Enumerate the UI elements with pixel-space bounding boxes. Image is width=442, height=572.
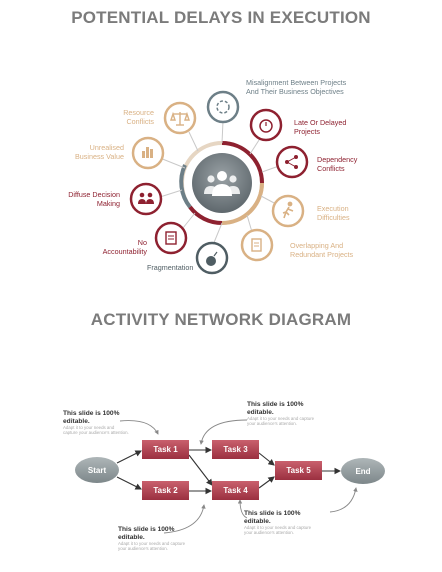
task-5-box [275, 461, 322, 480]
start-label: Start [88, 466, 107, 475]
bomb-icon [206, 256, 216, 266]
note-2: This slide is 100% editable. Adapt it to… [247, 401, 317, 426]
node-misalignment [206, 90, 240, 124]
chart-person-icon [142, 147, 153, 158]
node-execution-difficulties [271, 194, 305, 228]
end-node [341, 458, 385, 484]
note-3-body: Adapt it to your needs and capture your … [118, 541, 186, 551]
top-title: POTENTIAL DELAYS IN EXECUTION [71, 8, 371, 27]
note-3: This slide is 100% editable. Adapt it to… [118, 526, 188, 551]
label-dependency-conflicts: Dependency Conflicts [317, 155, 358, 173]
task-4-box [212, 481, 259, 500]
task-3-box [212, 440, 259, 459]
scale-icon [170, 111, 190, 126]
note-4: This slide is 100% editable. Adapt it to… [244, 510, 316, 535]
team-icon [204, 171, 240, 196]
note-1-head: This slide is 100% editable. [63, 410, 120, 425]
task-2-box [142, 481, 189, 500]
label-late-projects: Late Or Delayed Projects [294, 118, 347, 136]
note-4-body: Adapt it to your needs and capture your … [244, 525, 312, 535]
stopwatch-icon [259, 119, 273, 133]
clipboard-icon [165, 231, 177, 245]
task-2-label: Task 2 [153, 486, 178, 495]
note-1-body: Adapt it to your needs and capture your … [63, 425, 129, 435]
bottom-title: ACTIVITY NETWORK DIAGRAM [90, 310, 352, 329]
task-4-label: Task 4 [223, 486, 248, 495]
node-fragmentation [195, 241, 229, 275]
label-diffuse-decision: Diffuse Decision Making [68, 190, 120, 208]
task-1-box [142, 440, 189, 459]
label-unrealised-value: Unrealised Business Value [74, 143, 124, 161]
task-3-label: Task 3 [223, 445, 248, 454]
node-no-accountability [154, 221, 188, 255]
label-overlapping-projects: Overlapping And Redundant Projects [290, 241, 354, 259]
people-icon [138, 192, 154, 204]
node-overlapping-projects [240, 228, 274, 262]
note-connectors [119, 419, 358, 534]
target-icon [216, 100, 230, 114]
note-1: This slide is 100% editable. Adapt it to… [63, 410, 129, 435]
flow-arrows [116, 446, 342, 495]
note-2-body: Adapt it to your needs and capture your … [247, 416, 315, 426]
node-dependency-conflicts [275, 145, 309, 179]
node-resource-conflicts [163, 101, 197, 135]
runner-icon [282, 201, 294, 219]
task-5-label: Task 5 [286, 466, 311, 475]
node-unrealised-value [131, 136, 165, 170]
label-no-accountability: No Accountability [102, 238, 147, 256]
hub-center [192, 153, 252, 213]
node-diffuse-decision [129, 182, 163, 216]
task-1-label: Task 1 [153, 445, 178, 454]
network-icon [285, 155, 298, 169]
end-label: End [355, 467, 370, 476]
spokes [159, 120, 280, 246]
note-2-head: This slide is 100% editable. [247, 401, 304, 416]
note-4-head: This slide is 100% editable. [244, 510, 301, 525]
label-fragmentation: Fragmentation [147, 263, 194, 272]
node-late-projects [249, 108, 283, 142]
start-node [75, 457, 119, 483]
label-resource-conflicts: Resource Conflicts [123, 108, 154, 126]
label-execution-difficulties: Execution Difficulties [317, 204, 350, 222]
note-3-head: This slide is 100% editable. [118, 526, 175, 541]
label-misalignment: Misalignment Between Projects And Their … [246, 78, 347, 96]
document-icon [251, 238, 262, 252]
